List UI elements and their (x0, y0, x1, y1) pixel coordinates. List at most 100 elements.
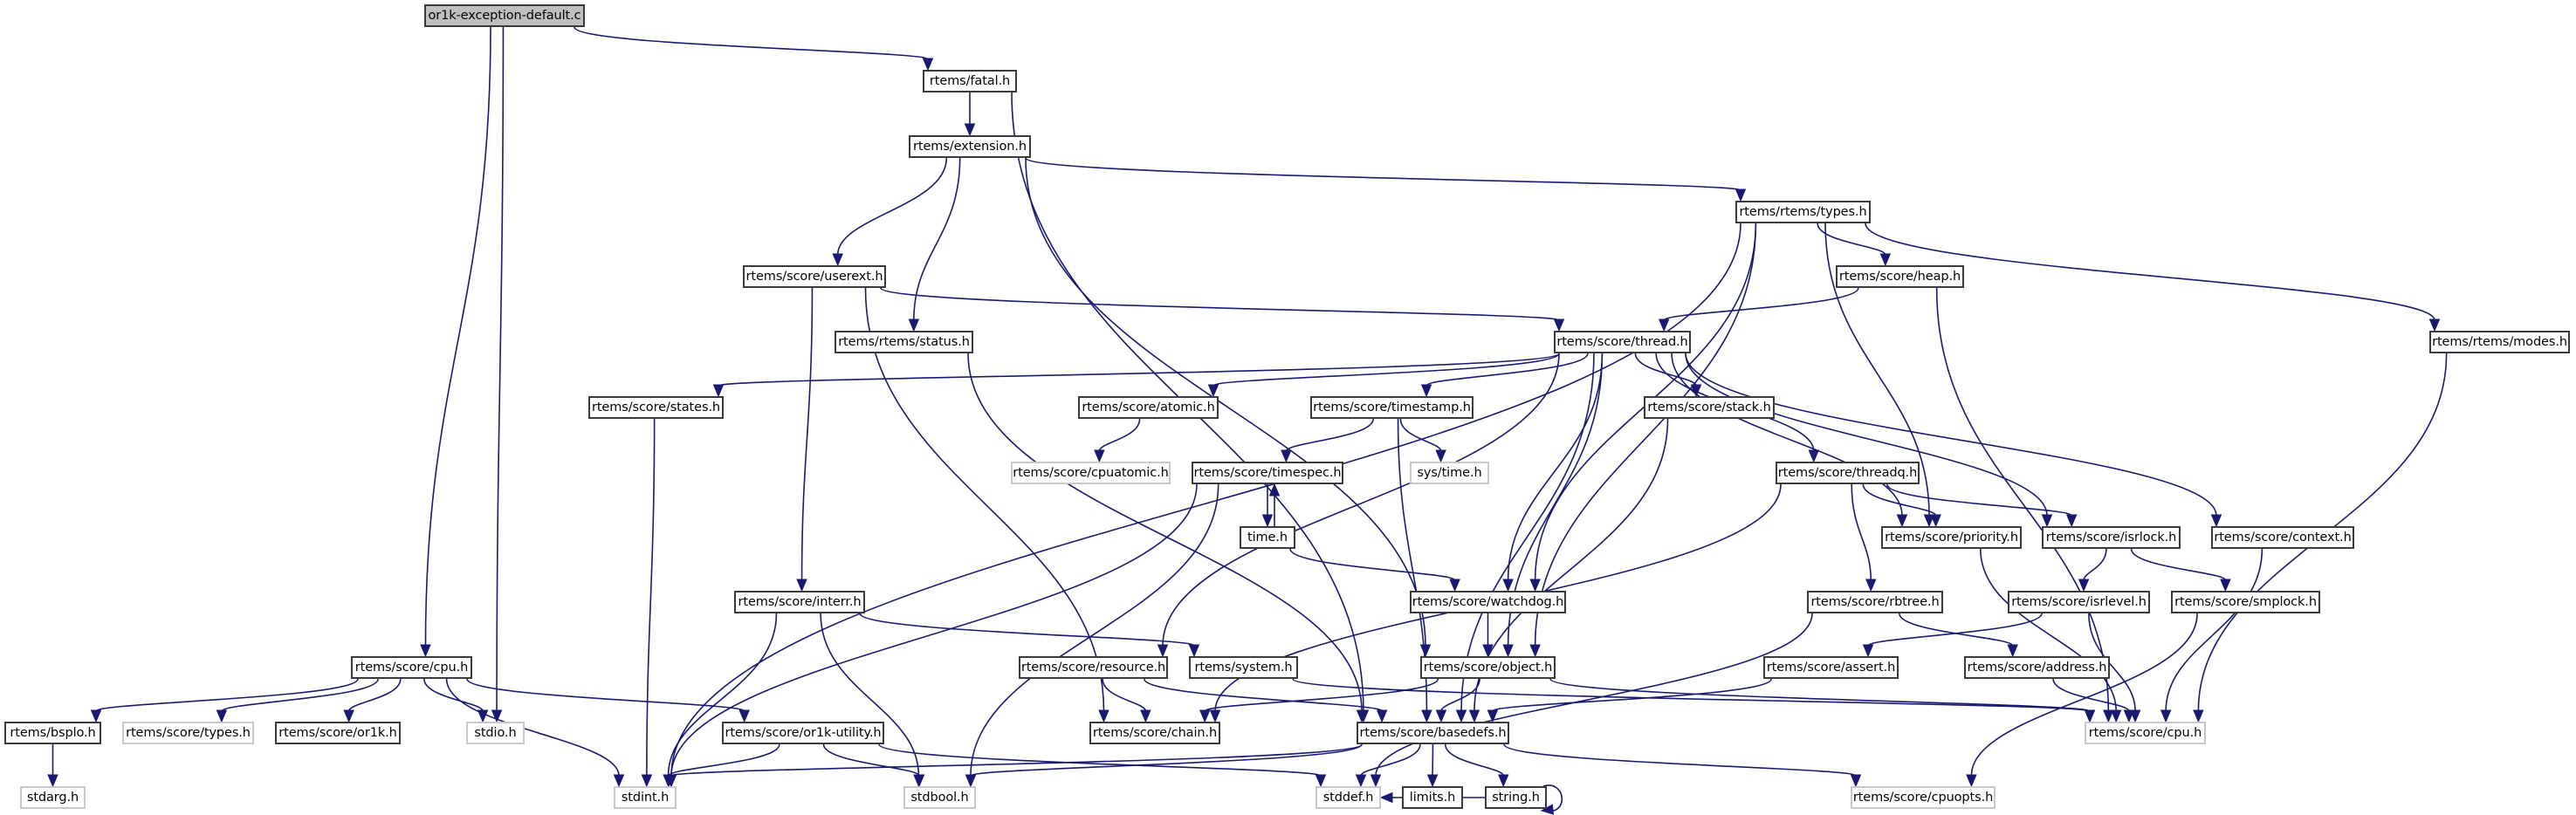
edge-thread-to-watchdog (1507, 353, 1604, 581)
node-limits-h[interactable]: limits.h (1402, 786, 1463, 809)
edge-thread-to-context (1685, 353, 2217, 517)
edge-arrowhead (1497, 774, 1509, 788)
edge-arrowhead (965, 774, 977, 788)
node-rtems-extension-h[interactable]: rtems/extension.h (909, 135, 1031, 158)
edge-extension-to-rtypes (1025, 157, 1741, 191)
node-label: rtems/score/cpu.h (354, 661, 469, 675)
node-or1k-exception-default-c: or1k-exception-default.c (424, 4, 585, 27)
edge-arrowhead (908, 318, 920, 332)
edge-rtypes-to-heap (1817, 223, 1886, 256)
node-rtems-score-interr-h[interactable]: rtems/score/interr.h (734, 591, 865, 613)
edge-arrowhead (712, 384, 725, 398)
node-label: stdbool.h (910, 791, 969, 805)
edge-arrowhead (1268, 483, 1281, 497)
edge-basedefs-to-stdint (670, 743, 1363, 777)
edge-arrowhead (2041, 514, 2053, 528)
node-rtems-score-resource-h[interactable]: rtems/score/resource.h (1019, 656, 1168, 679)
node-label: rtems/score/or1k.h (278, 726, 397, 740)
node-rtems-score-or1k-utility-h[interactable]: rtems/score/or1k-utility.h (722, 722, 884, 744)
edge-root-to-cpudoc (424, 26, 491, 647)
edge-isrlevel-to-cpuext (2088, 613, 2136, 712)
edge-basedefs-to-stddef (1360, 743, 1421, 777)
edge-extension-to-userext (836, 157, 948, 256)
node-label: rtems/score/context.h (2214, 531, 2352, 544)
edge-arrowhead (1098, 709, 1109, 723)
edge-basedefs-to-stdbool (970, 743, 1363, 777)
node-rtems-score-priority-h[interactable]: rtems/score/priority.h (1881, 526, 2022, 549)
node-stdarg-h: stdarg.h (20, 786, 86, 809)
node-rtems-bsplo-h[interactable]: rtems/bsplo.h (4, 722, 101, 744)
edge-arrowhead (1879, 253, 1892, 267)
edge-smplock-to-cpuopts (1970, 613, 2198, 777)
edge-rtypes-to-object (1534, 223, 1757, 647)
edge-arrowhead (1808, 449, 1820, 463)
edge-arrowhead (1199, 709, 1211, 723)
edge-rtypes-to-modes (1865, 223, 2435, 321)
node-rtems-score-isrlevel-h[interactable]: rtems/score/isrlevel.h (2008, 591, 2150, 613)
node-label: stdio.h (474, 726, 517, 740)
edge-thread-to-resource (1162, 353, 1560, 647)
node-rtems-score-thread-h[interactable]: rtems/score/thread.h (1554, 331, 1691, 353)
edge-arrowhead (1735, 188, 1747, 202)
edge-arrowhead (1281, 449, 1292, 463)
edge-userext-to-chain (864, 287, 1105, 712)
node-string-h[interactable]: string.h (1485, 786, 1547, 809)
node-stddef-h: stddef.h (1315, 786, 1381, 809)
node-rtems-score-or1k-h[interactable]: rtems/score/or1k.h (275, 722, 401, 744)
node-rtems-score-heap-h[interactable]: rtems/score/heap.h (1836, 265, 1964, 288)
node-rtems-score-basedefs-h[interactable]: rtems/score/basedefs.h (1357, 722, 1509, 744)
edge-address-to-cpuext (2052, 678, 2130, 712)
node-rtems-score-context-h[interactable]: rtems/score/context.h (2211, 526, 2354, 549)
node-label: rtems/score/object.h (1423, 661, 1553, 675)
node-rtems-score-chain-h[interactable]: rtems/score/chain.h (1089, 722, 1220, 744)
edge-arrowhead (47, 774, 58, 788)
node-rtems-score-threadq-h[interactable]: rtems/score/threadq.h (1776, 462, 1920, 484)
node-rtems-score-isrlock-h[interactable]: rtems/score/isrlock.h (2042, 526, 2181, 549)
edge-arrowhead (1379, 791, 1393, 804)
node-rtems-score-address-h[interactable]: rtems/score/address.h (1964, 656, 2110, 679)
edge-arrowhead (738, 709, 750, 723)
node-label: rtems/score/interr.h (738, 595, 862, 609)
edge-arrowhead (922, 58, 934, 72)
node-rtems-fatal-h[interactable]: rtems/fatal.h (923, 70, 1017, 92)
node-label: rtems/rtems/modes.h (2432, 335, 2567, 349)
edge-timespec-to-stdint (670, 483, 1198, 777)
edge-arrowhead (491, 709, 503, 723)
node-rtems-score-cpu-h[interactable]: rtems/score/cpu.h (351, 656, 472, 679)
edge-arrowhead (1487, 709, 1499, 723)
node-rtems-rtems-modes-h[interactable]: rtems/rtems/modes.h (2429, 331, 2570, 353)
edge-cpudoc-to-bsplo (95, 678, 359, 712)
node-rtems-score-userext-h[interactable]: rtems/score/userext.h (743, 265, 886, 288)
edge-arrowhead (796, 579, 807, 592)
node-rtems-score-watchdog-h[interactable]: rtems/score/watchdog.h (1410, 591, 1566, 613)
node-label: rtems/score/threadq.h (1777, 466, 1918, 480)
node-rtems-system-h[interactable]: rtems/system.h (1189, 656, 1298, 679)
node-label: rtems/score/cpu.h (2088, 726, 2202, 740)
node-label: rtems/score/timespec.h (1193, 466, 1342, 480)
node-rtems-score-atomic-h[interactable]: rtems/score/atomic.h (1078, 396, 1219, 419)
edge-cpudoc-to-or1kutil (466, 678, 745, 712)
node-rtems-rtems-status-h[interactable]: rtems/rtems/status.h (835, 331, 973, 353)
node-label: rtems/score/priority.h (1885, 531, 2018, 544)
edge-rbtree-to-stddef (1375, 613, 1813, 777)
node-rtems-score-stack-h[interactable]: rtems/score/stack.h (1644, 396, 1775, 419)
node-label: rtems/score/userext.h (745, 270, 883, 284)
node-label: rtems/score/chain.h (1092, 726, 1218, 740)
edge-arrowhead (2078, 579, 2090, 592)
node-rtems-score-smplock-h[interactable]: rtems/score/smplock.h (2171, 591, 2320, 613)
node-rtems-score-timestamp-h[interactable]: rtems/score/timestamp.h (1310, 396, 1473, 419)
edge-threadq-to-priority (1862, 483, 1937, 517)
node-label: rtems/fatal.h (929, 74, 1011, 88)
node-rtems-score-object-h[interactable]: rtems/score/object.h (1420, 656, 1556, 679)
node-rtems-score-timespec-h[interactable]: rtems/score/timespec.h (1192, 462, 1343, 484)
edge-arrowhead (1482, 644, 1494, 658)
edge-arrowhead (2220, 579, 2231, 592)
node-time-h[interactable]: time.h (1240, 526, 1295, 549)
node-rtems-score-rbtree-h[interactable]: rtems/score/rbtree.h (1807, 591, 1943, 613)
edge-arrowhead (2110, 709, 2122, 723)
node-rtems-score-assert-h[interactable]: rtems/score/assert.h (1763, 656, 1899, 679)
node-label: rtems/score/heap.h (1838, 270, 1961, 284)
node-rtems-rtems-types-h[interactable]: rtems/rtems/types.h (1735, 201, 1871, 223)
node-rtems-score-states-h[interactable]: rtems/score/states.h (588, 396, 724, 419)
edge-arrowhead (1553, 318, 1565, 332)
